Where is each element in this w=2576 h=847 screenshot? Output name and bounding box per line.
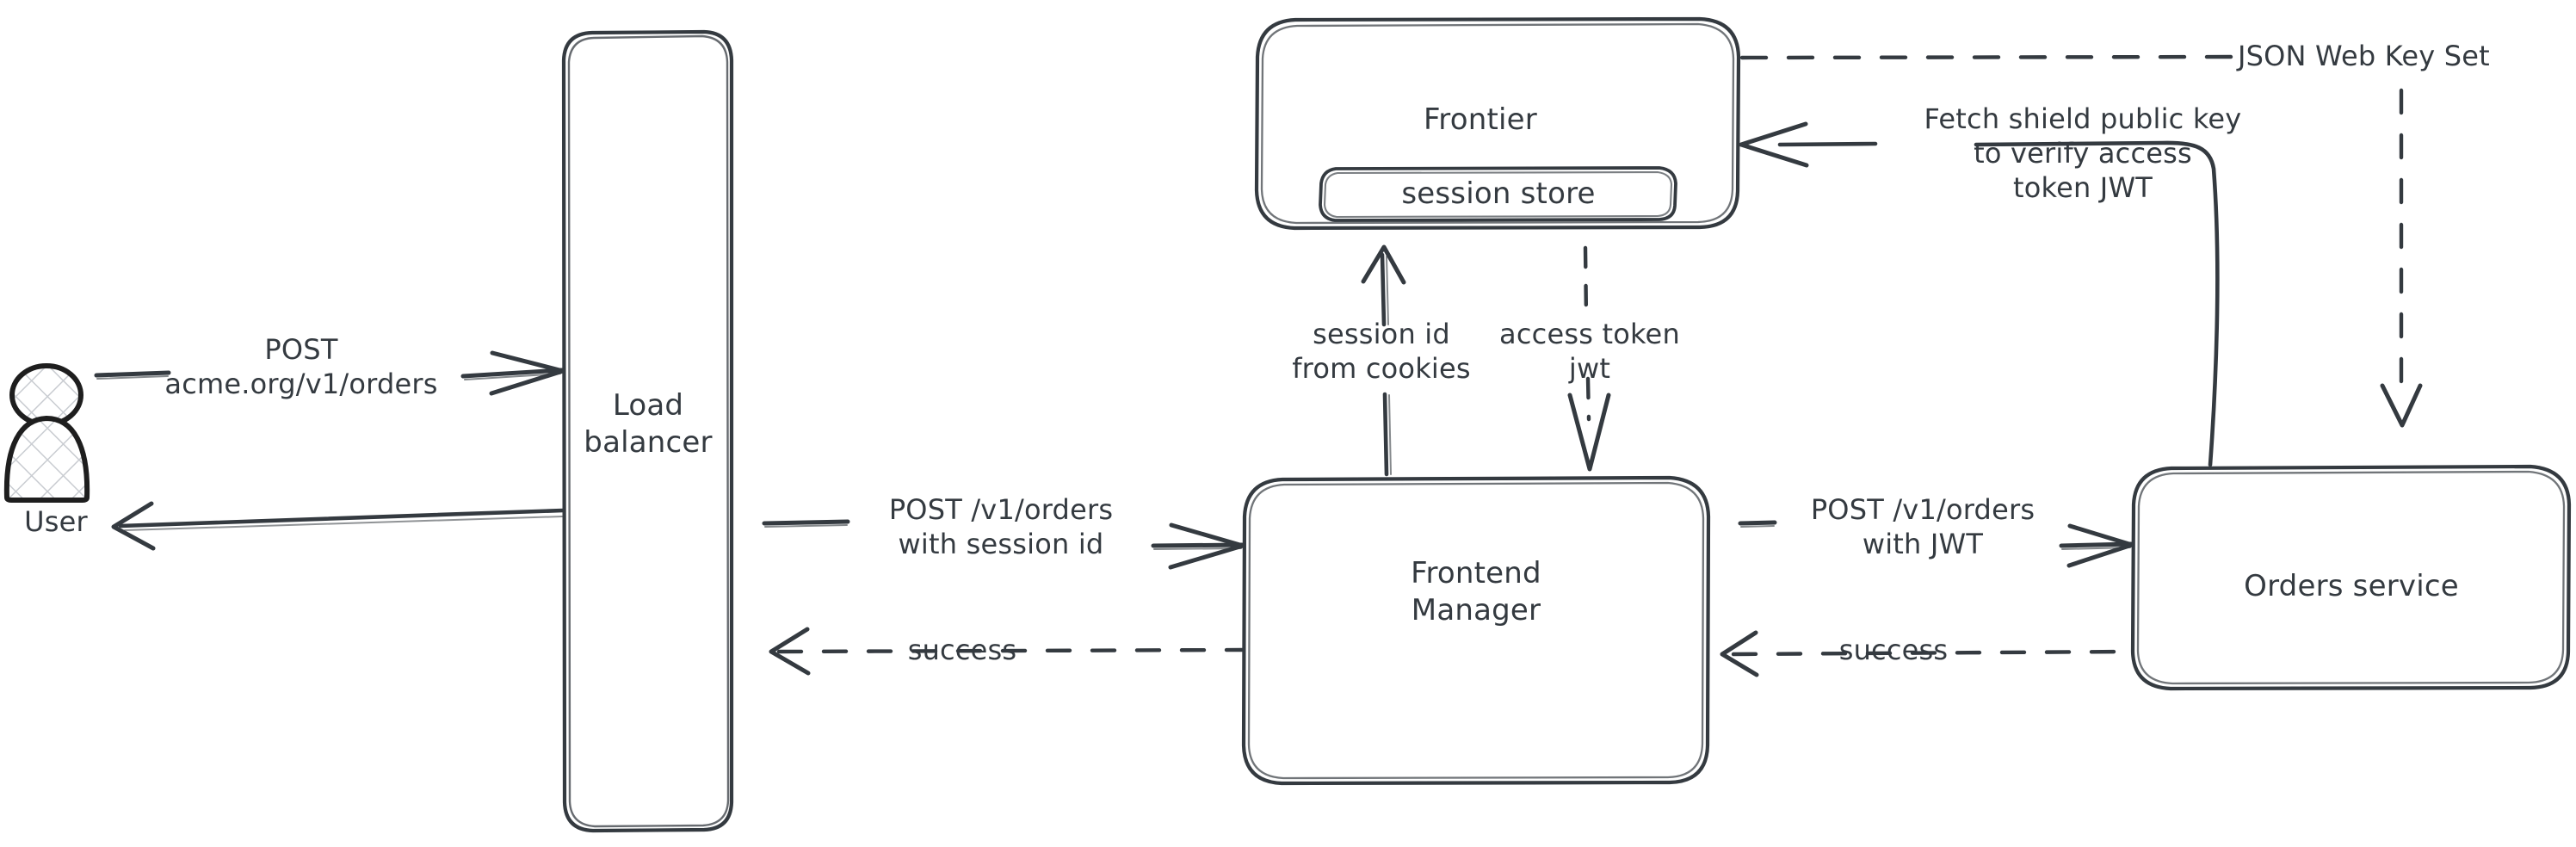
edge-label-frontier-to-frontend-manager: access token jwt — [1499, 318, 1680, 385]
edge-label-orders-service-to-frontend-manager: success — [1838, 634, 1949, 666]
arrow-load-balancer-to-user — [111, 501, 565, 551]
arrow-frontier-to-frontend-manager — [1567, 245, 1611, 472]
arrow-user-to-load-balancer — [94, 350, 565, 396]
edge-label-load-balancer-to-frontend-manager: POST /v1/orders with session id — [888, 493, 1114, 560]
edge-label-user-to-load-balancer: POST acme.org/v1/orders — [164, 333, 438, 400]
frontend-manager-box[interactable] — [1241, 475, 1711, 786]
arrow-load-balancer-to-frontend-manager — [762, 519, 1245, 570]
frontier-label: Frontier — [1424, 102, 1537, 137]
edge-label-frontier-to-orders-service: JSON Web Key Set — [2238, 40, 2490, 72]
session-store-box[interactable] — [1319, 166, 1677, 222]
user-label: User — [24, 505, 88, 538]
user-person-icon — [3, 363, 90, 503]
frontend-manager-label: Frontend Manager — [1411, 556, 1541, 628]
arrow-frontend-manager-to-frontier — [1361, 244, 1406, 477]
session-store-label: session store — [1401, 176, 1596, 211]
edge-label-frontend-manager-to-frontier: session id from cookies — [1292, 318, 1471, 385]
edge-label-frontend-manager-to-load-balancer: success — [907, 634, 1017, 666]
arrow-orders-service-to-frontier — [1739, 121, 2220, 467]
arrow-orders-service-to-frontend-manager — [1720, 630, 2132, 677]
edge-label-orders-service-to-frontier: Fetch shield public key to verify access… — [1924, 102, 2242, 204]
arrow-frontend-manager-to-load-balancer — [769, 627, 1245, 676]
edge-label-frontend-manager-to-orders-service: POST /v1/orders with JWT — [1810, 493, 2035, 560]
frontier-box[interactable] — [1254, 16, 1741, 231]
load-balancer-box[interactable] — [561, 29, 734, 833]
load-balancer-label: Load balancer — [584, 388, 713, 460]
orders-service-box[interactable] — [2130, 464, 2572, 691]
orders-service-label: Orders service — [2244, 569, 2459, 603]
arrow-frontier-to-orders-service — [1739, 54, 2423, 428]
arrow-frontend-manager-to-orders-service — [1738, 520, 2134, 568]
